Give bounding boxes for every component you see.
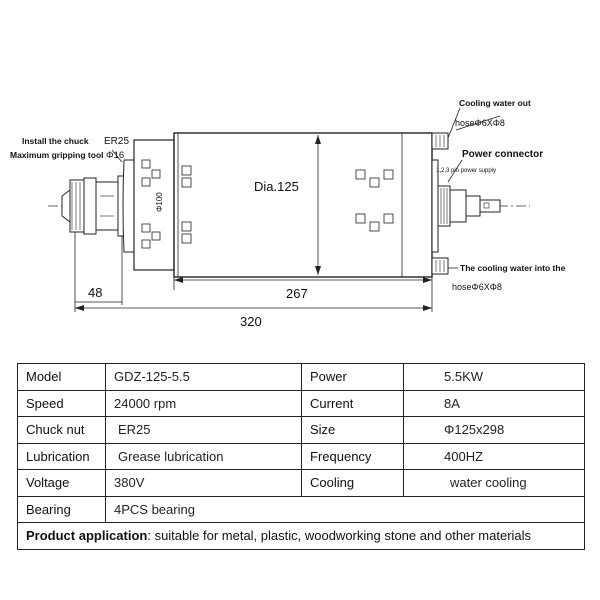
cooling-in-hose: hoseΦ6XΦ8: [452, 282, 502, 292]
table-row: Speed 24000 rpm Current 8A: [17, 389, 585, 417]
spec-value: 380V: [105, 469, 302, 497]
spec-key: Speed: [17, 389, 106, 417]
spec-key: Size: [301, 416, 404, 444]
cooling-out-fitting: [431, 132, 449, 150]
spec-value: 400HZ: [403, 442, 585, 470]
table-row: Voltage 380V Cooling water cooling: [17, 469, 585, 497]
spec-key: Frequency: [301, 442, 404, 470]
table-row: Bearing 4PCS bearing: [17, 495, 585, 523]
table-row: Product application: suitable for metal,…: [17, 522, 585, 550]
spec-value: 24000 rpm: [105, 389, 302, 417]
power-connector-label: Power connector: [462, 149, 543, 160]
spec-value: ER25: [105, 416, 302, 444]
chuck-label: Install the chuck: [22, 136, 89, 146]
spec-table: Model GDZ-125-5.5 Power 5.5KW Speed 2400…: [17, 363, 585, 550]
spec-value: Φ125x298: [403, 416, 585, 444]
application-cell: Product application: suitable for metal,…: [17, 522, 585, 550]
table-row: Chuck nut ER25 Size Φ125x298: [17, 416, 585, 444]
spec-value: Grease lubrication: [105, 442, 302, 470]
dim-front: 48: [88, 285, 102, 300]
cooling-in-label: The cooling water into the: [460, 263, 566, 273]
diameter-label: Dia.125: [254, 179, 299, 194]
leader-cooling-out: [447, 107, 461, 139]
spec-key: Cooling: [301, 469, 404, 497]
spec-key: Model: [17, 363, 106, 391]
spec-value: 5.5KW: [403, 363, 585, 391]
spec-key: Voltage: [17, 469, 106, 497]
grip-value: Φ16: [106, 150, 124, 161]
application-value: : suitable for metal, plastic, woodworki…: [147, 528, 532, 544]
spec-key: Current: [301, 389, 404, 417]
spec-key: Bearing: [17, 495, 106, 523]
spec-value: water cooling: [403, 469, 585, 497]
leader-chuck: [111, 149, 123, 163]
table-row: Model GDZ-125-5.5 Power 5.5KW: [17, 363, 585, 391]
chuck-value: ER25: [104, 136, 129, 147]
rear-cap: [431, 159, 501, 253]
cooling-in-fitting: [431, 257, 449, 275]
spec-key: Power: [301, 363, 404, 391]
spec-value: GDZ-125-5.5: [105, 363, 302, 391]
spec-value: 8A: [403, 389, 585, 417]
leader-power: [447, 159, 463, 183]
spec-key: Chuck nut: [17, 416, 106, 444]
front-flange: [117, 139, 175, 271]
dim-body: 267: [286, 286, 308, 301]
table-row: Lubrication Grease lubrication Frequency…: [17, 442, 585, 470]
spec-key: Lubrication: [17, 442, 106, 470]
power-supply-label: 1,2,3 pin power supply: [436, 168, 496, 174]
dim-total: 320: [240, 314, 262, 329]
cooling-out-hose: hoseΦ6XΦ8: [455, 118, 505, 128]
cooling-out-label: Cooling water out: [459, 98, 531, 108]
spindle-drawing: Install the chuck ER25 Maximum gripping …: [10, 98, 566, 329]
dimension-lines: [74, 232, 433, 312]
spindle-body: [173, 132, 433, 278]
chuck-nut: [61, 177, 119, 235]
application-key: Product application: [26, 528, 148, 544]
spec-value: 4PCS bearing: [105, 495, 585, 523]
grip-label: Maximum gripping tool: [10, 150, 104, 160]
inner-diameter-label: Φ100: [155, 192, 164, 212]
